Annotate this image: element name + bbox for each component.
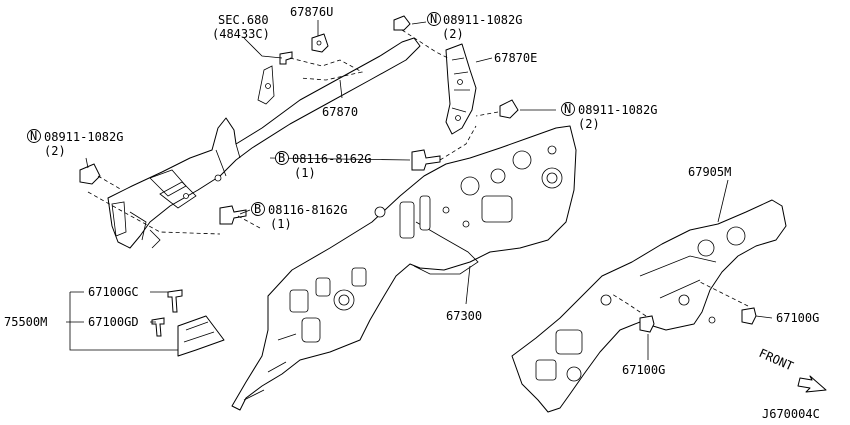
dash-panel-67300 [231, 125, 577, 411]
symbol-n-top: N [430, 12, 437, 26]
label-sec680-ref: (48433C) [212, 27, 270, 41]
leader-lines [66, 20, 773, 360]
label-bolt-low-code: 08116-8162G [268, 203, 347, 217]
label-67870E: 67870E [494, 51, 537, 65]
bracket-67870E [445, 43, 477, 135]
symbol-b-mid: B [278, 151, 285, 165]
bolt-67100g-bottom [639, 315, 655, 333]
label-67100G-bottom: 67100G [622, 363, 665, 377]
label-67870: 67870 [322, 105, 358, 119]
steering-member-67870 [107, 37, 421, 249]
label-sec680: SEC.680 [218, 13, 269, 27]
label-nut-left-qty: (2) [44, 144, 66, 158]
label-bolt-mid-code: 08116-8162G [292, 152, 371, 166]
front-arrow-icon [797, 375, 827, 393]
label-nut-top-code: 08911-1082G [443, 13, 522, 27]
label-67100GC: 67100GC [88, 285, 139, 299]
label-drawing-code: J670004C [762, 407, 820, 421]
label-75500M: 75500M [4, 315, 47, 329]
bolt-b-symbol [251, 202, 265, 216]
label-nut-top-qty: (2) [442, 27, 464, 41]
label-nut-right-qty: (2) [578, 117, 600, 131]
label-67905M: 67905M [688, 165, 731, 179]
insulator-67905M [511, 199, 787, 413]
label-nut-left-code: 08911-1082G [44, 130, 123, 144]
nut-right [499, 99, 519, 119]
bolt-low [219, 205, 247, 225]
label-67100G-right: 67100G [776, 311, 819, 325]
clip-75500M [151, 289, 225, 357]
label-67876U: 67876U [290, 5, 333, 19]
label-bolt-low-qty: (1) [270, 217, 292, 231]
label-67300: 67300 [446, 309, 482, 323]
bolt-b-symbol [275, 151, 289, 165]
label-front: FRONT [757, 346, 796, 373]
symbol-n-right: N [564, 102, 571, 116]
bolt-sec680 [279, 51, 293, 65]
bolt-mid [411, 149, 441, 171]
label-67100GD: 67100GD [88, 315, 139, 329]
fasteners [79, 15, 757, 333]
nut-n-symbol [427, 12, 441, 26]
nut-top [393, 15, 411, 31]
nut-n-symbol [561, 102, 575, 116]
labels: SEC.680 (48433C) 67876U N 08911-1082G (2… [4, 5, 820, 421]
bracket-67876U [311, 33, 329, 53]
symbol-n-left: N [30, 129, 37, 143]
label-nut-right-code: 08911-1082G [578, 103, 657, 117]
label-bolt-mid-qty: (1) [294, 166, 316, 180]
bolt-67100g-right [741, 307, 757, 325]
assembly-dashed-lines [87, 29, 749, 317]
nut-left [79, 163, 101, 185]
nut-n-symbol [27, 129, 41, 143]
symbol-b-low: B [254, 202, 261, 216]
